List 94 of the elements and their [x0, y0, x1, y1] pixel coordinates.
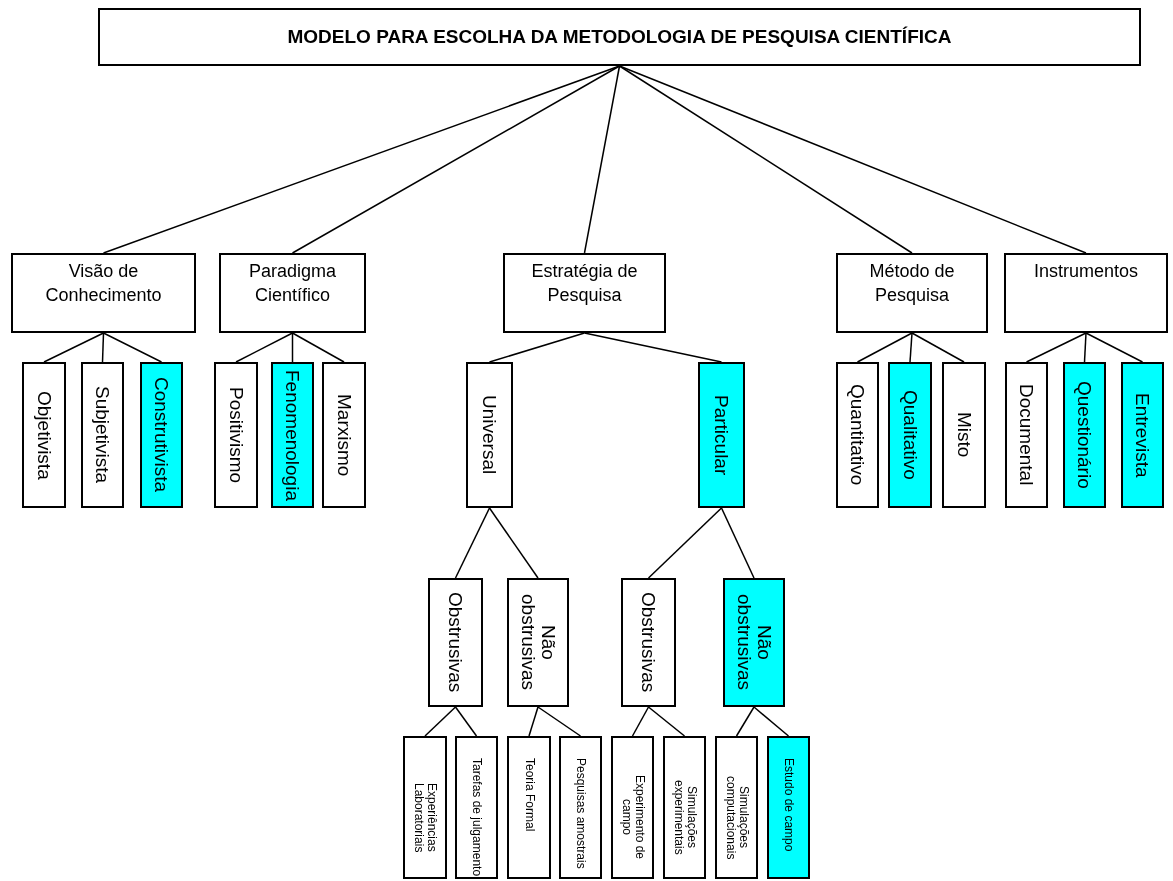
node-label: Método de Pesquisa [868, 260, 956, 308]
connector-line [454, 706, 478, 737]
connector-line [291, 332, 345, 363]
connector-line [488, 507, 539, 579]
node-label: Universal [478, 395, 502, 475]
connector-line [583, 65, 621, 254]
option-box [1005, 362, 1048, 508]
node-label: Obstrusivas [638, 592, 659, 693]
connector-line [235, 332, 294, 363]
title-box [98, 8, 1141, 66]
node-label: Estudo de campo [781, 758, 796, 852]
node-label: Particular [710, 394, 734, 476]
connector-line [102, 332, 163, 363]
node-label: Estratégia de Pesquisa [530, 260, 639, 308]
connector-line [43, 332, 105, 363]
option-box [663, 736, 706, 879]
node-label: Subjetivista [91, 386, 115, 484]
connector-line [583, 332, 723, 363]
category-box [836, 253, 988, 333]
category-box [11, 253, 196, 333]
connector-line [735, 706, 755, 737]
node-label: Construtivista [150, 377, 174, 493]
option-box [611, 736, 654, 879]
option-box [81, 362, 124, 508]
node-label: Não obstrusivas [734, 593, 774, 693]
connector-line [618, 65, 913, 254]
node-label: Instrumentos [1033, 260, 1138, 283]
node-label: Experiências Laboratoriais [411, 781, 439, 855]
connector-line [618, 65, 1087, 254]
connector-line [647, 507, 723, 579]
connector-line [528, 706, 539, 737]
node-label: Fenomenologia [281, 369, 305, 501]
option-box [559, 736, 602, 879]
option-box [1063, 362, 1106, 508]
connector-line [631, 706, 650, 737]
option-box [621, 578, 676, 707]
connector-line [1025, 332, 1087, 363]
node-label: Documental [1015, 384, 1039, 486]
category-box [219, 253, 366, 333]
option-box [836, 362, 879, 508]
connector-line [1085, 332, 1144, 363]
option-box [322, 362, 366, 508]
option-box [214, 362, 258, 508]
node-label: Tarefas de julgamento [469, 758, 484, 877]
connector-line [909, 332, 913, 363]
option-box [1121, 362, 1164, 508]
option-box [140, 362, 183, 508]
connector-line [424, 706, 457, 737]
connector-line [101, 332, 105, 363]
connector-line [720, 507, 755, 579]
node-label: Obstrusivas [445, 592, 466, 693]
option-box [507, 578, 569, 707]
connector-line [856, 332, 913, 363]
node-label: Positivismo [224, 386, 248, 484]
node-label: Visão de Conhecimento [44, 260, 163, 308]
node-label: Paradigma Científico [247, 260, 337, 308]
node-label: Pesquisas amostrais [573, 758, 588, 869]
connector-line [291, 332, 294, 363]
connector-line [537, 706, 582, 737]
node-label: Não obstrusivas [518, 593, 558, 693]
connector-line [454, 507, 491, 579]
connector-line [753, 706, 790, 737]
option-box [942, 362, 986, 508]
node-label: Qualitativo [898, 390, 922, 480]
option-box [723, 578, 785, 707]
option-box [455, 736, 498, 879]
node-label: Objetivista [32, 390, 56, 480]
category-box [1004, 253, 1168, 333]
connector-line [647, 706, 686, 737]
option-box [22, 362, 66, 508]
node-label: Entrevista [1131, 392, 1155, 478]
option-box [403, 736, 447, 879]
category-box [503, 253, 666, 333]
node-label: Simulações computacionais [723, 774, 750, 862]
node-label: Experimento de campo [619, 774, 646, 862]
node-label: Simulações experimentais [671, 779, 698, 857]
connector-line [1083, 332, 1087, 363]
node-label: Questionário [1073, 381, 1097, 489]
option-box [698, 362, 745, 508]
option-box [428, 578, 483, 707]
option-box [466, 362, 513, 508]
option-box [715, 736, 758, 879]
option-box [271, 362, 314, 508]
option-box [767, 736, 810, 879]
connector-line [911, 332, 965, 363]
node-label: MODELO PARA ESCOLHA DA METODOLOGIA DE PESQUISA CIENTÍFICA [287, 25, 952, 49]
connector-line [488, 332, 586, 363]
connector-line [291, 65, 621, 254]
option-box [507, 736, 551, 879]
node-label: Misto [952, 412, 976, 458]
node-label: Marxismo [332, 393, 356, 477]
node-label: Quantitativo [846, 384, 870, 486]
option-box [888, 362, 932, 508]
node-label: Teoria Formal [522, 758, 536, 832]
